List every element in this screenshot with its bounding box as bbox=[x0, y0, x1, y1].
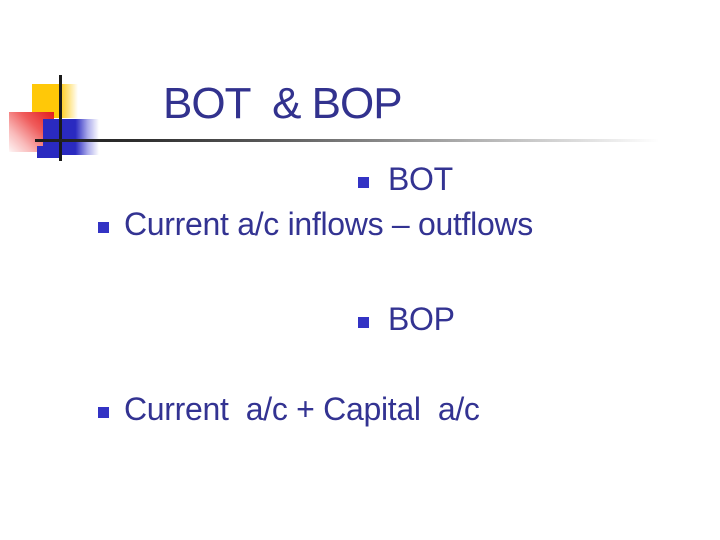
bullet-item-current-ac-inflows: Current a/c inflows – outflows bbox=[124, 206, 533, 242]
bullet-item-current-plus-capital: Current a/c + Capital a/c bbox=[124, 391, 480, 427]
decor-blue-square-foot bbox=[37, 146, 61, 158]
bullet-square-icon bbox=[98, 407, 109, 418]
bullet-item-bot: BOT bbox=[388, 161, 453, 197]
bullet-square-icon bbox=[358, 177, 369, 188]
bullet-square-icon bbox=[358, 317, 369, 328]
bullet-item-bop: BOP bbox=[388, 301, 455, 337]
bullet-square-icon bbox=[98, 222, 109, 233]
title-underline-rule bbox=[35, 139, 672, 142]
decor-vertical-line bbox=[59, 75, 62, 161]
slide-title: BOT & BOP bbox=[163, 79, 403, 128]
